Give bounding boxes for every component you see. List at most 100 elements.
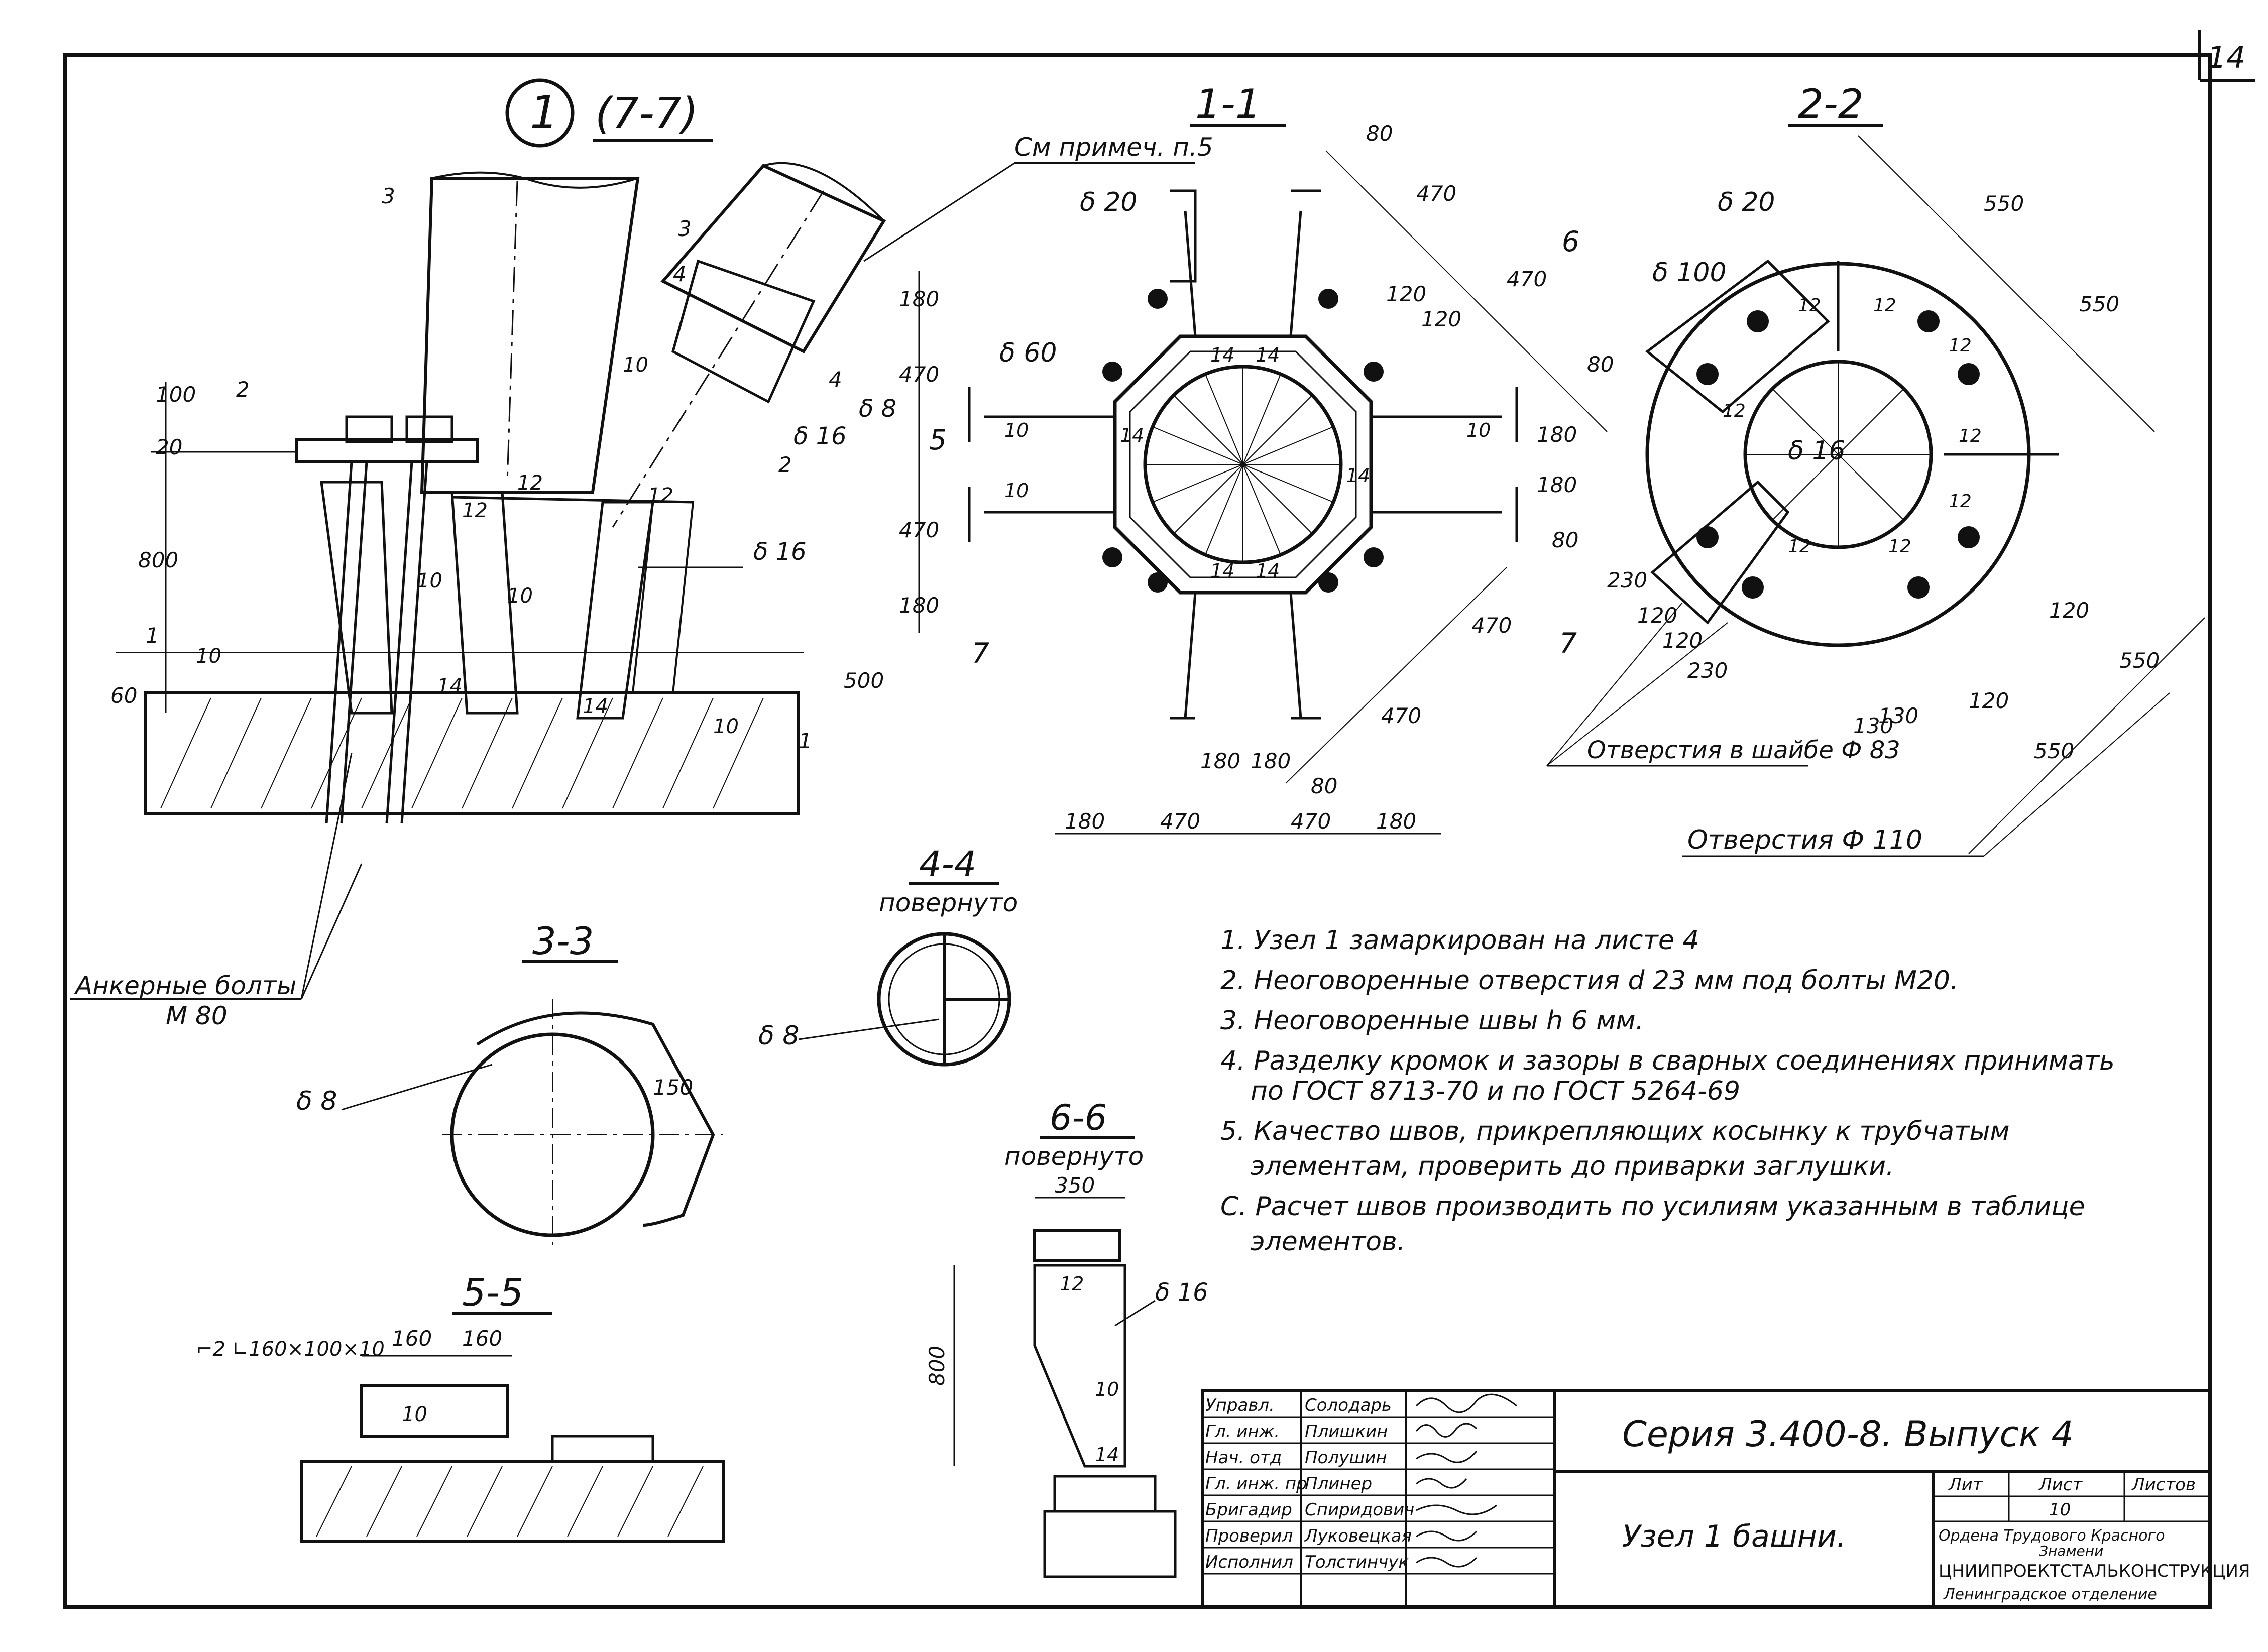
sheets-label: Листов (2131, 1475, 2196, 1495)
1-1-dim-d-470d: 470 (1381, 703, 1421, 728)
2-2-dim-120b: 120 (1637, 603, 1677, 628)
1-1-dim-h-470b: 470 (1291, 809, 1331, 834)
1-1-dim-h-180d: 180 (1251, 749, 1291, 773)
1-1-dim-d-470a: 470 (1416, 181, 1456, 206)
section-4-4-subtitle: повернуто (879, 888, 1018, 917)
section-2-2-title: 2-2 (1798, 81, 1864, 128)
weld-10b: 10 (507, 584, 533, 608)
section-6-6: 6-6 повернуто 350 800 δ 16 12 10 14 (925, 1097, 1208, 1578)
note-2: 2. Неоговоренные отверстия d 23 мм под б… (1220, 966, 1959, 996)
2-2-dim-550a: 550 (1984, 191, 2024, 216)
dim-60: 60 (110, 683, 137, 708)
2-2-dim-120d: 120 (1969, 688, 2009, 713)
1-1-weld-10b: 10 (1004, 480, 1029, 502)
node-number-circle (505, 78, 575, 148)
1-1-dim-h-180c: 180 (1200, 749, 1240, 773)
note-6: С. Расчет швов производить по усилиям ук… (1220, 1192, 2085, 1222)
cut-4: 4 (829, 367, 842, 392)
cut-6a: 6 (1562, 225, 1579, 258)
2-2-weld-c: 12 (1949, 335, 1972, 356)
org-line-1: Ордена Трудового Красного (1939, 1527, 2165, 1545)
holes-label: Отверстия Ф 110 (1687, 825, 1922, 855)
role-3: Нач. отд (1205, 1448, 1282, 1468)
main-section-label: (7-7) (595, 89, 698, 139)
cut-3b: 3 (678, 216, 692, 241)
6-6-weld-10: 10 (1095, 1378, 1119, 1400)
1-1-dim-d-120a: 120 (1386, 282, 1426, 306)
cut-3a: 3 (382, 184, 395, 208)
2-2-weld-h: 12 (1723, 401, 1746, 421)
role-7: Исполнил (1205, 1552, 1293, 1572)
6-6-dim-800: 800 (925, 1346, 949, 1386)
2-2-weld-a: 12 (1798, 295, 1821, 316)
section-1-1: 1-1 180 (899, 81, 1614, 835)
2-2-weld-e: 12 (1949, 491, 1972, 512)
name-2: Плишкин (1305, 1422, 1388, 1442)
org-line-4: Ленинградское отделение (1943, 1586, 2157, 1603)
weld-12b: 12 (462, 499, 488, 522)
note-6-cont: элементов. (1251, 1227, 1405, 1257)
section-3-3: 3-3 δ 8 150 (296, 919, 723, 1245)
1-1-weld-10a: 10 (1004, 419, 1029, 441)
anchor-bolts-size: М 80 (166, 1001, 228, 1030)
2-2-weld-d: 12 (1959, 426, 1982, 446)
2-2-plate-d16: δ 16 (1788, 436, 1846, 466)
1-1-dim-v-470a: 470 (899, 362, 939, 387)
anchor-bolts-label: Анкерные болты (74, 971, 296, 1000)
note-4-cont: по ГОСТ 8713-70 и по ГОСТ 5264-69 (1251, 1076, 1740, 1106)
note-reference: См примеч. п.5 (1014, 133, 1213, 162)
node-number: 1 (530, 86, 558, 139)
note-3: 3. Неоговоренные швы h 6 мм. (1220, 1006, 1644, 1036)
plate-callout-d16: δ 16 (753, 538, 807, 566)
1-1-weld-14f: 14 (1256, 560, 1280, 582)
note-1: 1. Узел 1 замаркирован на листе 4 (1220, 925, 1699, 956)
title-block: Управл. Гл. инж. Нач. отд Гл. инж. пр Бр… (1201, 1389, 2250, 1608)
2-2-dim-230b: 230 (1687, 658, 1728, 683)
1-1-weld-14d: 14 (1346, 464, 1370, 487)
3-3-plate-d8: δ 8 (296, 1086, 337, 1116)
dim-500: 500 (844, 668, 884, 693)
weld-10e: 10 (623, 353, 648, 377)
2-2-dim-120c: 120 (1662, 628, 1703, 653)
section-5-5-title: 5-5 (462, 1270, 524, 1315)
6-6-dim-350: 350 (1055, 1173, 1095, 1198)
sheet-value: 10 (2049, 1500, 2071, 1520)
section-6-6-title: 6-6 (1050, 1097, 1107, 1138)
1-1-weld-14e: 14 (1210, 560, 1234, 582)
weld-14a: 14 (437, 675, 463, 698)
weld-10a: 10 (417, 569, 442, 593)
sheet-frame (63, 53, 2212, 1609)
1-1-dim-v-470b: 470 (899, 518, 939, 542)
1-1-dim-h-180a: 180 (1065, 809, 1105, 834)
note-5-cont: элементам, проверить до приварки заглушк… (1251, 1151, 1894, 1182)
dim-1: 1 (146, 623, 159, 648)
1-1-dim-v-180d: 180 (1537, 473, 1577, 497)
1-1-dim-h-470a: 470 (1160, 809, 1200, 834)
1-1-dim-d-80d: 80 (1311, 774, 1337, 798)
1-1-weld-14a: 14 (1210, 344, 1234, 366)
role-6: Проверил (1205, 1526, 1293, 1546)
cut-1: 1 (799, 729, 812, 753)
4-4-plate-d8: δ 8 (758, 1021, 799, 1051)
role-1: Управл. (1205, 1395, 1275, 1415)
1-1-dim-h-180b: 180 (1376, 809, 1416, 834)
dim-20: 20 (156, 435, 182, 459)
cut-2a: 2 (236, 377, 250, 402)
weld-12a: 12 (517, 471, 543, 495)
cut-4b: 4 (673, 262, 687, 286)
name-3: Полушин (1305, 1448, 1387, 1468)
sheet-label: Лист (2038, 1475, 2083, 1495)
name-1: Солодарь (1305, 1395, 1392, 1415)
1-1-dim-d-120b: 120 (1421, 307, 1461, 331)
org-line-2: Знамени (2039, 1543, 2103, 1559)
name-5: Спиридович (1305, 1500, 1414, 1520)
2-2-weld-g: 12 (1788, 536, 1811, 557)
2-2-weld-f: 12 (1888, 536, 1911, 557)
weld-14b: 14 (583, 695, 608, 718)
role-4: Гл. инж. пр (1205, 1474, 1307, 1494)
sheet-number: 14 (2207, 40, 2245, 75)
section-2-2: 2-2 550 550 120 550 230 120 120 (1546, 81, 2205, 857)
section-6-6-subtitle: повернуто (1004, 1142, 1144, 1171)
washer-holes-label: Отверстия в шайбе Ф 83 (1587, 736, 1900, 764)
weld-10d: 10 (713, 715, 739, 738)
